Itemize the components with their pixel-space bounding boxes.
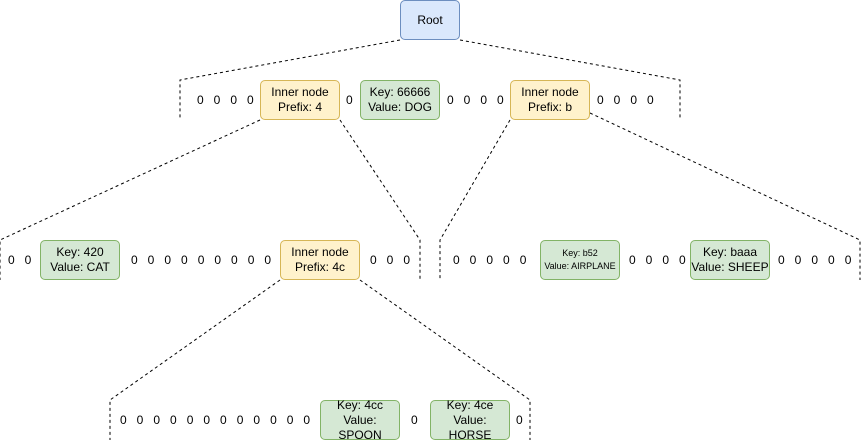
leaf-dog: Key: 66666 Value: DOG [360, 80, 440, 120]
inner-node-title: Inner node [271, 85, 329, 99]
inner-node-prefix: Prefix: b [527, 100, 572, 114]
edge-inner4c-level3 [109, 279, 531, 440]
leaf-value: Value: DOG [368, 100, 432, 114]
level1-empty-slots-left: 0 0 0 0 [197, 93, 254, 107]
edge-inner4-level2 [0, 119, 421, 280]
leaf-airplane: Key: b52 Value: AIRPLANE [540, 240, 620, 280]
leaf-horse: Key: 4ce Value: HORSE [430, 397, 510, 442]
leaf-key: Key: b52 [562, 247, 598, 258]
root-node: Root [400, 0, 460, 40]
inner-node-prefix-4c: Inner node Prefix: 4c [280, 240, 360, 280]
leaf-spoon: Key: 4cc Value: SPOON [320, 397, 400, 442]
level2-right-empty-slots-right: 0 0 0 0 0 [778, 253, 852, 267]
inner-node-title: Inner node [291, 245, 349, 259]
level3-empty-slot-mid: 0 [411, 413, 418, 427]
level2-left-empty-slots-left: 0 0 [8, 253, 32, 267]
level2-left-empty-slots-mid: 0 0 0 0 0 0 0 0 0 0 [131, 253, 288, 267]
level3-empty-slots-left: 0 0 0 0 0 0 0 0 0 0 0 0 [120, 413, 311, 427]
leaf-value: Value: SHEEP [691, 260, 769, 274]
leaf-sheep: Key: baaa Value: SHEEP [690, 240, 770, 280]
level2-right-empty-slots-mid: 0 0 0 0 [629, 253, 686, 267]
level2-left-empty-slots-right: 0 0 0 [370, 253, 411, 267]
inner-node-prefix-b: Inner node Prefix: b [510, 80, 590, 120]
leaf-value: Value: AIRPLANE [544, 261, 616, 271]
inner-node-prefix-4: Inner node Prefix: 4 [260, 80, 340, 120]
level3-empty-slot-right: 0 [516, 413, 523, 427]
leaf-key: Key: 66666 [369, 85, 431, 99]
inner-node-prefix: Prefix: 4 [277, 100, 322, 114]
leaf-cat: Key: 420 Value: CAT [40, 240, 120, 280]
inner-node-title: Inner node [521, 85, 579, 99]
leaf-key: Key: baaa [702, 245, 758, 259]
leaf-value: Value: HORSE [448, 412, 492, 442]
level1-empty-slot-mid: 0 [346, 93, 353, 107]
edge-root-level1 [179, 39, 681, 120]
level1-empty-slots-right: 0 0 0 0 [597, 93, 654, 107]
leaf-value: Value: SPOON [338, 412, 382, 442]
leaf-key: Key: 4cc [336, 397, 384, 412]
level2-right-empty-slots-left: 0 0 0 0 0 [453, 253, 527, 267]
level1-empty-slots-mid2: 0 0 0 0 [447, 93, 504, 107]
inner-node-prefix: Prefix: 4c [294, 260, 345, 274]
root-label: Root [417, 12, 443, 27]
leaf-key: Key: 420 [56, 245, 104, 259]
leaf-key: Key: 4ce [446, 397, 494, 412]
leaf-value: Value: CAT [50, 260, 110, 274]
edge-innerb-level2 [439, 112, 861, 280]
